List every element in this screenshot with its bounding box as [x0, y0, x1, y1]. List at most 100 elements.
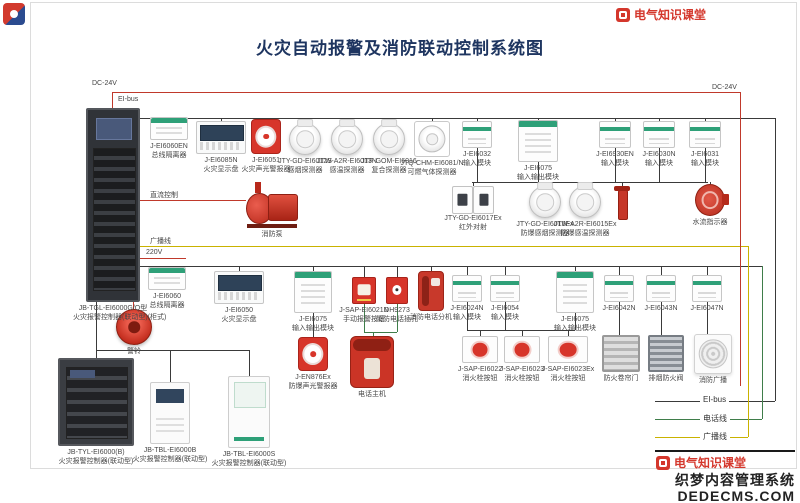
- input-module-6054: [490, 275, 520, 302]
- wall-panel-b: [150, 382, 190, 444]
- io-module-6075-b: [294, 271, 332, 313]
- wire: [740, 92, 741, 386]
- frame-bottom: [30, 468, 797, 469]
- pa-speaker-label: 消防广播: [699, 377, 727, 384]
- wire: [575, 266, 576, 271]
- wire: [432, 118, 433, 121]
- water-flow-indicator: [695, 184, 729, 216]
- wire: [661, 302, 662, 335]
- wire: [397, 266, 398, 277]
- wire: [477, 148, 478, 182]
- bus-isolator-1: [150, 117, 188, 140]
- wire: [140, 266, 762, 267]
- frame-top: [30, 2, 797, 3]
- wire: [762, 266, 763, 419]
- wire: [505, 266, 506, 275]
- main-cabinet: [86, 108, 140, 302]
- legend-item-1: 电话线: [700, 413, 730, 424]
- io-module-6075-c: [556, 271, 594, 313]
- wire: [364, 304, 365, 332]
- fire-shutter-door-label: 防火卷帘门: [603, 375, 639, 382]
- wire: [140, 258, 186, 259]
- wire: [615, 148, 616, 182]
- wire: [140, 118, 775, 119]
- input-module-6031: [689, 121, 721, 148]
- wire: [659, 148, 660, 182]
- input-module-6024: [452, 275, 482, 302]
- wire: [655, 450, 795, 452]
- line-label: 220V: [146, 249, 163, 256]
- io-module-6043: [646, 275, 676, 302]
- output-module-6047: [692, 275, 722, 302]
- wire: [249, 350, 250, 376]
- fire-display-panel-2: [214, 271, 264, 304]
- line-label: DC-24V: [712, 84, 737, 91]
- water-flow-indicator-label: 水流指示器: [692, 219, 728, 226]
- wire: [480, 330, 481, 336]
- wire: [221, 118, 222, 121]
- legend-item-0: EI-bus: [700, 395, 730, 404]
- hydrant-button-3: [548, 336, 588, 363]
- fire-pump-label: 消防泵: [261, 231, 283, 238]
- fire-telephone: [350, 336, 394, 388]
- fire-phone-extension-label: 消防电话分机: [410, 314, 452, 321]
- hydrant-button-1: [462, 336, 498, 363]
- fire-shutter-door: [602, 335, 640, 372]
- wire: [522, 330, 523, 336]
- wire: [568, 330, 569, 336]
- hydrant-button-2: [504, 336, 540, 363]
- frame-left: [30, 2, 31, 468]
- wire: [505, 302, 506, 330]
- wire: [140, 200, 246, 201]
- io-module-6075-top: [518, 120, 558, 162]
- wire: [661, 266, 662, 275]
- sounder-strobe: [251, 119, 281, 154]
- wire: [705, 148, 706, 182]
- wire: [619, 266, 620, 275]
- smoke-vent-damper: [648, 335, 684, 372]
- site-logo: [3, 3, 25, 25]
- wire: [477, 118, 478, 121]
- manual-call-point: [352, 277, 376, 304]
- frame-right: [796, 2, 797, 468]
- ex-sounder-strobe: [298, 337, 328, 371]
- io-module-6043-label: J-EI6043N: [644, 305, 678, 312]
- dedecms-line2: DEDECMS.COM: [677, 488, 795, 503]
- wire: [710, 182, 711, 184]
- input-module-6930: [599, 121, 631, 148]
- wire: [467, 266, 468, 275]
- wire: [239, 266, 240, 271]
- wire: [373, 332, 374, 336]
- wire: [467, 302, 468, 330]
- legend-item-2: 广播线: [700, 431, 730, 442]
- wire: [538, 118, 539, 120]
- main-cabinet-label: JB-TGL-EI6000G/Q型火灾报警控制器(联动型)(柜式): [73, 305, 167, 321]
- wire: [133, 302, 134, 309]
- wire: [659, 118, 660, 121]
- watermark-dedecms: 织梦内容管理系统 DEDECMS.COM: [600, 472, 795, 503]
- wire: [112, 92, 113, 108]
- wire: [467, 330, 575, 331]
- wire: [313, 266, 314, 271]
- wire: [140, 246, 748, 247]
- wire: [615, 118, 616, 121]
